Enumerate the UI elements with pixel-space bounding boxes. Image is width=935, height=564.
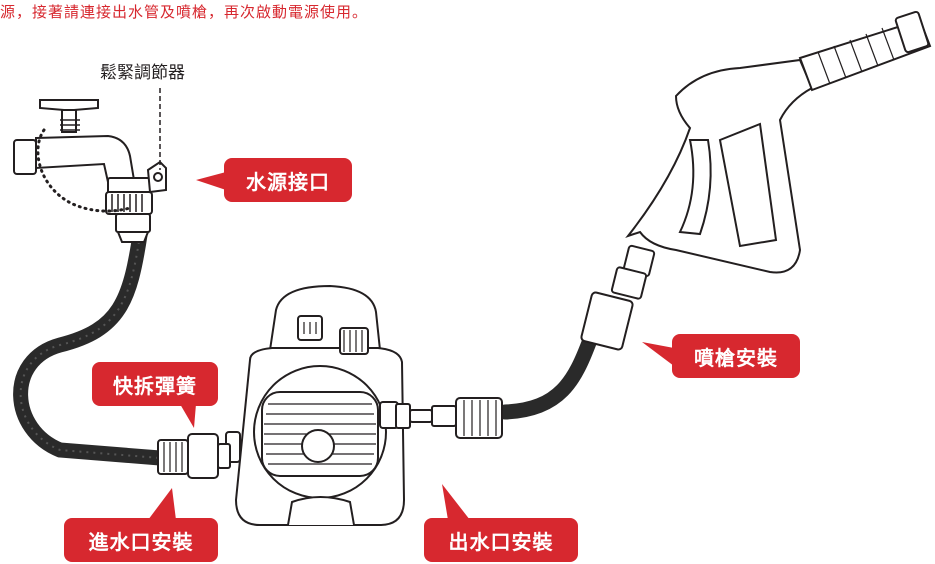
faucet	[13, 99, 167, 243]
inlet-install-callout: 進水口安裝	[64, 518, 218, 562]
outlet-connector	[395, 397, 503, 439]
water-inlet-pointer	[196, 172, 226, 190]
water-inlet-callout: 水源接口	[224, 158, 352, 202]
inlet-install-pointer	[148, 488, 176, 520]
quick-release-pointer	[180, 404, 196, 428]
gun-install-callout: 噴槍安裝	[672, 334, 800, 378]
adjuster-label: 鬆緊調節器	[100, 63, 185, 83]
spray-gun	[580, 10, 932, 351]
gun-install-pointer	[642, 342, 674, 366]
inlet-connector	[157, 433, 231, 479]
outlet-hose	[497, 332, 598, 420]
pump-unit	[225, 284, 406, 526]
instruction-text: 源，接著請連接出水管及噴槍，再次啟動電源使用。	[0, 3, 369, 21]
outlet-install-pointer	[442, 484, 470, 520]
quick-release-callout: 快拆彈簧	[92, 362, 218, 406]
inlet-hose	[13, 227, 168, 466]
rotation-indicator	[36, 128, 132, 213]
outlet-install-callout: 出水口安裝	[424, 518, 578, 562]
